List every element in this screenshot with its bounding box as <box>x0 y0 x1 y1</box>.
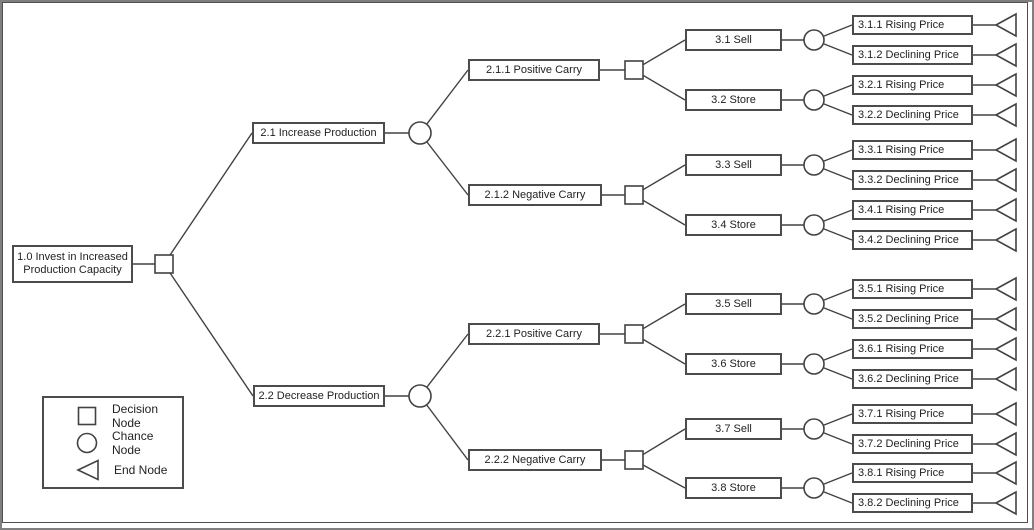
legend-label: Decision Node <box>112 401 159 430</box>
chance-node-icon <box>803 154 825 176</box>
chance-node-icon <box>803 89 825 111</box>
decision-node-icon <box>624 450 644 470</box>
node-3-7-2: 3.7.2 Declining Price <box>852 434 973 454</box>
node-3-8-2: 3.8.2 Declining Price <box>852 493 973 513</box>
node-1-0-root: 1.0 Invest in Increased Production Capac… <box>12 245 133 283</box>
legend-label: End Node <box>114 462 168 477</box>
end-node-icon <box>994 306 1017 332</box>
node-3-5: 3.5 Sell <box>685 293 782 315</box>
node-3-1: 3.1 Sell <box>685 29 782 51</box>
end-node-icon <box>994 227 1017 253</box>
chance-node-icon <box>803 477 825 499</box>
node-3-5-2: 3.5.2 Declining Price <box>852 309 973 329</box>
node-3-6-2: 3.6.2 Declining Price <box>852 369 973 389</box>
chance-node-icon <box>803 418 825 440</box>
legend-item-end-node: End Node <box>76 458 182 482</box>
end-node-icon <box>994 460 1017 486</box>
node-3-7-1: 3.7.1 Rising Price <box>852 404 973 424</box>
node-3-3-2: 3.3.2 Declining Price <box>852 170 973 190</box>
end-node-icon <box>994 336 1017 362</box>
end-node-icon <box>994 431 1017 457</box>
legend-item-chance-node: Chance Node <box>76 428 182 457</box>
node-3-4-1: 3.4.1 Rising Price <box>852 200 973 220</box>
node-3-8-1: 3.8.1 Rising Price <box>852 463 973 483</box>
node-2-2-2: 2.2.2 Negative Carry <box>468 449 602 471</box>
node-label: 1.0 Invest in Increased <box>17 251 128 263</box>
chance-node-icon <box>803 353 825 375</box>
node-2-1: 2.1 Increase Production <box>252 122 385 144</box>
end-node-icon <box>994 276 1017 302</box>
end-node-icon <box>994 12 1017 38</box>
node-3-2-1: 3.2.1 Rising Price <box>852 75 973 95</box>
legend: Decision Node Chance Node End Node <box>42 396 184 489</box>
end-node-icon <box>994 167 1017 193</box>
end-node-icon <box>76 458 99 481</box>
chance-node-icon <box>76 432 98 453</box>
node-3-2: 3.2 Store <box>685 89 782 111</box>
legend-label: Chance Node <box>112 428 154 457</box>
chance-node-icon <box>803 214 825 236</box>
node-2-1-2: 2.1.2 Negative Carry <box>468 184 602 206</box>
decision-node-icon <box>624 60 644 80</box>
end-node-icon <box>994 401 1017 427</box>
legend-item-decision-node: Decision Node <box>76 401 182 430</box>
decision-node-icon <box>154 254 174 274</box>
node-label: Production Capacity <box>23 264 122 276</box>
node-3-3: 3.3 Sell <box>685 154 782 176</box>
end-node-icon <box>994 72 1017 98</box>
node-3-8: 3.8 Store <box>685 477 782 499</box>
decision-node-icon <box>624 324 644 344</box>
chance-node-icon <box>803 29 825 51</box>
end-node-icon <box>994 197 1017 223</box>
chance-node-icon <box>408 121 432 145</box>
node-3-6: 3.6 Store <box>685 353 782 375</box>
node-2-1-1: 2.1.1 Positive Carry <box>468 59 600 81</box>
node-3-2-2: 3.2.2 Declining Price <box>852 105 973 125</box>
node-3-6-1: 3.6.1 Rising Price <box>852 339 973 359</box>
node-2-2-1: 2.2.1 Positive Carry <box>468 323 600 345</box>
chance-node-icon <box>803 293 825 315</box>
node-2-2: 2.2 Decrease Production <box>253 385 385 407</box>
node-3-1-1: 3.1.1 Rising Price <box>852 15 973 35</box>
node-3-4-2: 3.4.2 Declining Price <box>852 230 973 250</box>
node-3-7: 3.7 Sell <box>685 418 782 440</box>
end-node-icon <box>994 102 1017 128</box>
decision-node-icon <box>77 406 97 425</box>
end-node-icon <box>994 490 1017 516</box>
decision-node-icon <box>624 185 644 205</box>
node-3-4: 3.4 Store <box>685 214 782 236</box>
end-node-icon <box>994 366 1017 392</box>
end-node-icon <box>994 42 1017 68</box>
node-shapes <box>154 12 1017 516</box>
chance-node-icon <box>408 384 432 408</box>
node-3-3-1: 3.3.1 Rising Price <box>852 140 973 160</box>
end-node-icon <box>994 137 1017 163</box>
tree-connectors <box>133 24 996 504</box>
node-3-1-2: 3.1.2 Declining Price <box>852 45 973 65</box>
node-3-5-1: 3.5.1 Rising Price <box>852 279 973 299</box>
